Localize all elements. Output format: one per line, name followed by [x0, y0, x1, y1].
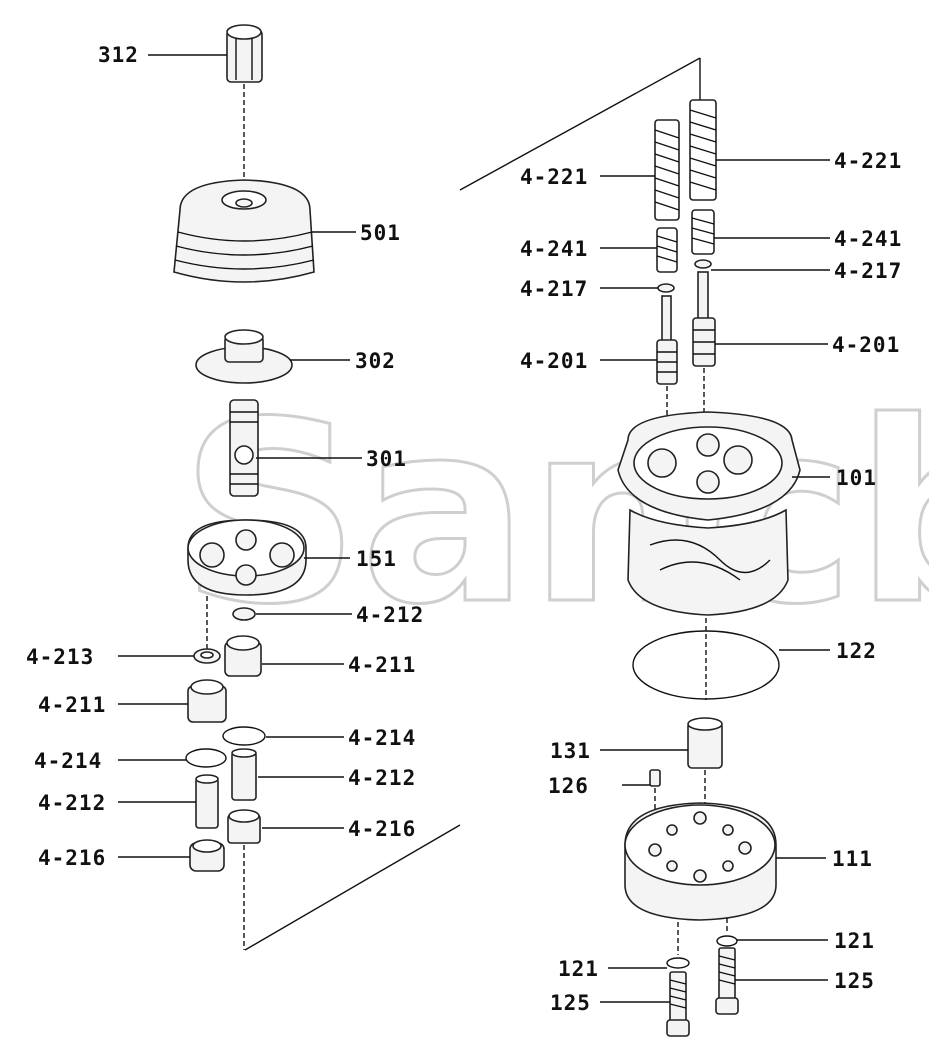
part-4-212-pin-right [231, 748, 257, 801]
watermark: Sancb [180, 368, 929, 659]
label-302: 302 [355, 349, 396, 373]
part-4-217-washer-left [657, 283, 675, 293]
part-125-bolt-left [666, 971, 690, 1037]
part-4-216-nut-left [189, 839, 225, 872]
label-125-left: 125 [550, 991, 591, 1015]
label-4-214-left: 4-214 [34, 749, 102, 773]
label-4-213: 4-213 [26, 645, 94, 669]
label-501: 501 [360, 221, 401, 245]
label-4-201-left: 4-201 [520, 349, 588, 373]
label-4-241-left: 4-241 [520, 237, 588, 261]
part-122-o-ring [632, 630, 780, 700]
part-4-221-spring-right [689, 99, 717, 201]
label-131: 131 [550, 739, 591, 763]
label-126: 126 [548, 774, 589, 798]
label-4-221-right: 4-221 [834, 149, 902, 173]
part-4-201-spool-right [692, 271, 716, 367]
label-121-right: 121 [834, 929, 875, 953]
part-4-212-pin-left [195, 774, 219, 829]
part-4-211-guide-right [224, 635, 262, 677]
part-101-casing [617, 411, 801, 616]
part-312-nut [226, 24, 263, 83]
label-111: 111 [832, 847, 873, 871]
part-4-211-guide-left [187, 679, 227, 723]
part-151-plate [187, 519, 307, 596]
label-312: 312 [98, 43, 139, 67]
part-121-washer-left [666, 957, 690, 969]
label-4-216-left: 4-216 [38, 846, 106, 870]
label-4-212-top: 4-212 [356, 603, 424, 627]
construction-line-top [459, 57, 701, 191]
part-131-bushing [687, 717, 723, 769]
part-4-214-ring-right [222, 726, 266, 746]
label-4-211-right: 4-211 [348, 653, 416, 677]
part-4-241-spring-right [691, 209, 715, 255]
label-4-212-left: 4-212 [38, 791, 106, 815]
part-126-pin [649, 769, 661, 787]
part-111-port-plate [624, 802, 777, 921]
label-4-217-right: 4-217 [834, 259, 902, 283]
label-122: 122 [836, 639, 877, 663]
part-4-216-nut-right [227, 809, 261, 844]
part-302-plate [195, 329, 293, 384]
label-4-217-left: 4-217 [520, 277, 588, 301]
part-4-217-washer-right [694, 259, 712, 269]
label-4-212-right: 4-212 [348, 766, 416, 790]
label-4-211-left: 4-211 [38, 693, 106, 717]
label-101: 101 [836, 466, 877, 490]
label-125-right: 125 [834, 969, 875, 993]
label-151: 151 [356, 547, 397, 571]
part-4-241-spring-left [656, 227, 678, 273]
part-501-boot [173, 179, 315, 283]
construction-line-bottom [244, 824, 461, 951]
label-4-201-right: 4-201 [832, 333, 900, 357]
label-121-left: 121 [558, 957, 599, 981]
part-4-201-spool-left [656, 295, 678, 385]
part-125-bolt-right [715, 947, 739, 1015]
label-4-216-right: 4-216 [348, 817, 416, 841]
label-4-241-right: 4-241 [834, 227, 902, 251]
part-4-221-spring-left [654, 119, 680, 221]
part-4-213-washer [193, 648, 221, 664]
label-4-214-right: 4-214 [348, 726, 416, 750]
part-4-212-seal [232, 607, 256, 621]
part-121-washer-right [716, 935, 738, 947]
label-4-221-left: 4-221 [520, 165, 588, 189]
part-4-214-ring-left [185, 748, 227, 768]
label-301: 301 [366, 447, 407, 471]
part-301-joint [229, 399, 259, 497]
